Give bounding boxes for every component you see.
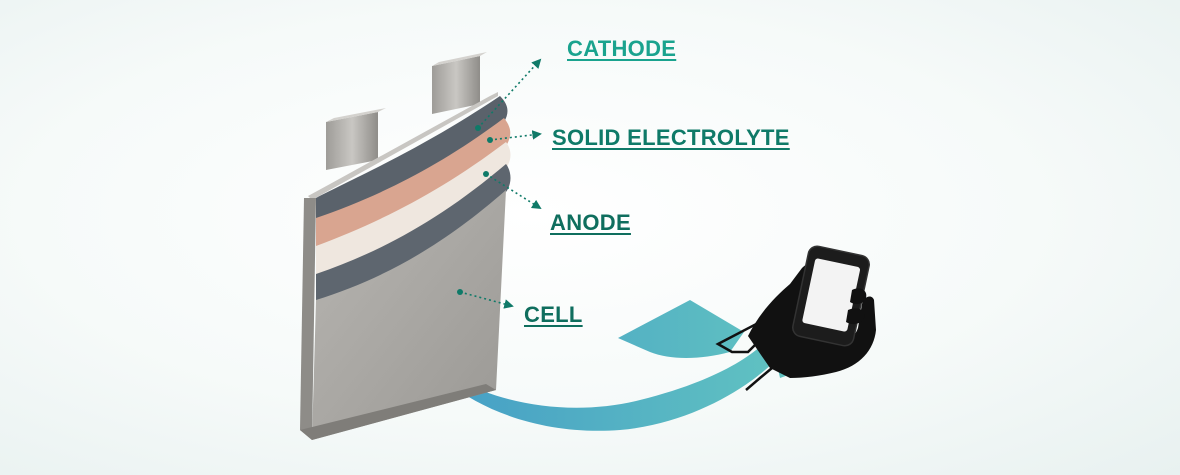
- anode-label: ANODE: [550, 210, 631, 235]
- solid-electrolyte-label: SOLID ELECTROLYTE: [552, 125, 790, 150]
- anode-layer: [316, 164, 511, 304]
- cathode-label: CATHODE: [567, 36, 677, 61]
- hand-holding-smartphone-icon: [715, 245, 876, 391]
- cell-casing: [312, 190, 506, 440]
- leader-lines: [457, 58, 542, 309]
- cell-label: CELL: [524, 302, 583, 327]
- cell-top-edge: [308, 92, 498, 200]
- flow-arrow: [418, 300, 842, 431]
- cell-layers: [316, 96, 511, 304]
- battery-terminals: [326, 52, 487, 170]
- solid-electrolyte-layer: [316, 142, 511, 278]
- cathode-layer: [316, 118, 511, 250]
